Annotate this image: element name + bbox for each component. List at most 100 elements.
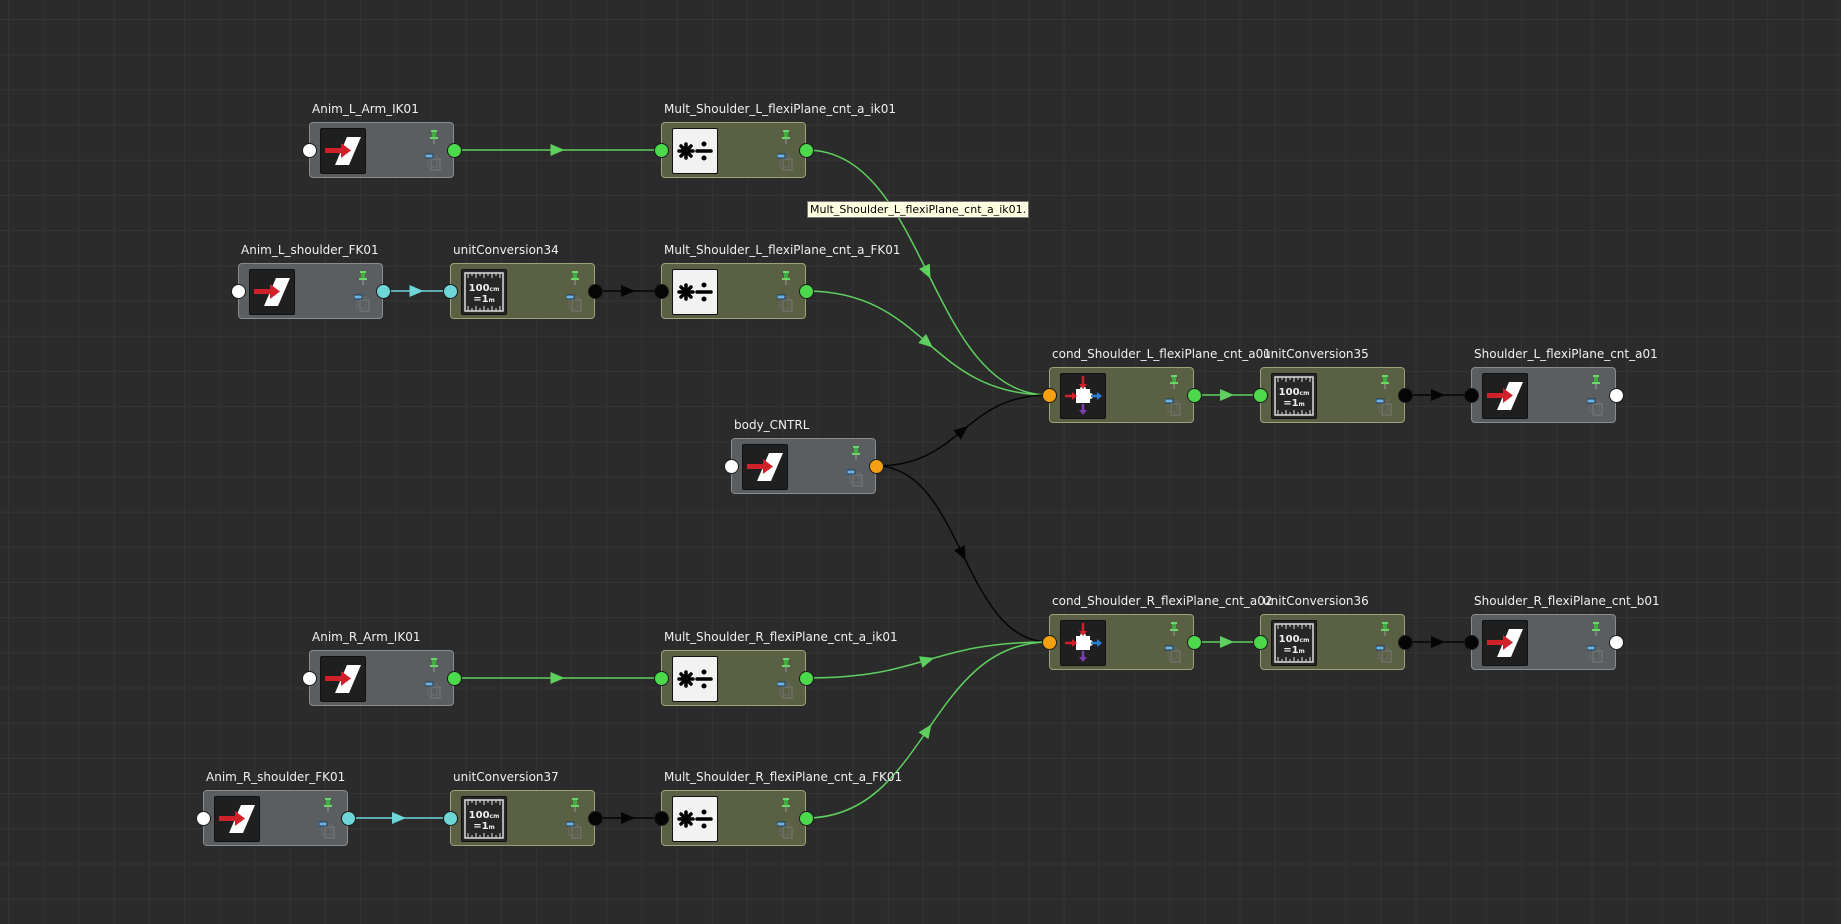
node-state-icon[interactable] xyxy=(1586,645,1603,663)
input-port[interactable] xyxy=(653,283,669,299)
output-port[interactable] xyxy=(587,283,603,299)
input-port[interactable] xyxy=(1252,634,1268,650)
output-port[interactable] xyxy=(446,670,462,686)
input-port[interactable] xyxy=(1041,634,1057,650)
node-uc37[interactable]: unitConversion37 100cm=1m xyxy=(450,770,595,846)
pin-icon[interactable] xyxy=(323,797,333,812)
output-port[interactable] xyxy=(375,283,391,299)
node-title: unitConversion34 xyxy=(453,243,559,257)
pin-icon[interactable] xyxy=(1591,621,1601,636)
svg-text:=1m: =1m xyxy=(1283,398,1305,409)
pin-icon[interactable] xyxy=(1591,374,1601,389)
input-port[interactable] xyxy=(442,283,458,299)
input-port[interactable] xyxy=(301,142,317,158)
output-port[interactable] xyxy=(340,810,356,826)
node-state-icon[interactable] xyxy=(1164,398,1181,416)
node-state-icon[interactable] xyxy=(776,681,793,699)
node-cond-l[interactable]: cond_Shoulder_L_flexiPlane_cnt_a01 xyxy=(1049,347,1271,423)
input-port[interactable] xyxy=(1463,634,1479,650)
node-state-icon[interactable] xyxy=(565,294,582,312)
input-port[interactable] xyxy=(653,810,669,826)
node-state-icon[interactable] xyxy=(1375,398,1392,416)
node-uc35[interactable]: unitConversion35 100cm=1m xyxy=(1260,347,1405,423)
pin-icon[interactable] xyxy=(358,270,368,285)
node-mult-r-fk[interactable]: Mult_Shoulder_R_flexiPlane_cnt_a_FK01 xyxy=(661,770,902,846)
output-port[interactable] xyxy=(1186,387,1202,403)
node-state-icon[interactable] xyxy=(1586,398,1603,416)
node-state-icon[interactable] xyxy=(353,294,370,312)
pin-icon[interactable] xyxy=(429,657,439,672)
output-port[interactable] xyxy=(446,142,462,158)
pin-icon[interactable] xyxy=(570,797,580,812)
node-state-icon[interactable] xyxy=(565,821,582,839)
node-state-icon[interactable] xyxy=(776,294,793,312)
node-anim-r-arm-ik[interactable]: Anim_R_Arm_IK01 xyxy=(309,630,454,706)
pin-icon[interactable] xyxy=(1169,621,1179,636)
output-port[interactable] xyxy=(798,142,814,158)
connection-arrow-icon xyxy=(919,263,931,279)
node-mult-r-ik[interactable]: Mult_Shoulder_R_flexiPlane_cnt_a_ik01 xyxy=(661,630,898,706)
input-port[interactable] xyxy=(230,283,246,299)
output-port[interactable] xyxy=(587,810,603,826)
node-shoulder-l[interactable]: Shoulder_L_flexiPlane_cnt_a01 xyxy=(1471,347,1658,423)
node-state-icon[interactable] xyxy=(776,821,793,839)
input-port[interactable] xyxy=(723,458,739,474)
pin-icon[interactable] xyxy=(851,445,861,460)
input-port[interactable] xyxy=(653,670,669,686)
output-port[interactable] xyxy=(798,670,814,686)
input-port[interactable] xyxy=(653,142,669,158)
input-port[interactable] xyxy=(442,810,458,826)
node-title: Mult_Shoulder_L_flexiPlane_cnt_a_ik01 xyxy=(664,102,897,116)
input-port[interactable] xyxy=(1463,387,1479,403)
node-title: cond_Shoulder_L_flexiPlane_cnt_a01 xyxy=(1052,347,1271,361)
node-uc36[interactable]: unitConversion36 100cm=1m xyxy=(1260,594,1405,670)
connection-arrow-icon xyxy=(550,144,565,156)
node-mult-l-ik[interactable]: Mult_Shoulder_L_flexiPlane_cnt_a_ik01 xyxy=(661,102,896,178)
node-state-icon[interactable] xyxy=(1164,645,1181,663)
connection-arrow-icon xyxy=(1220,636,1234,648)
node-title: Mult_Shoulder_R_flexiPlane_cnt_a_FK01 xyxy=(664,770,903,784)
transform-icon xyxy=(320,656,366,702)
output-port[interactable] xyxy=(1397,387,1413,403)
node-cond-r[interactable]: cond_Shoulder_R_flexiPlane_cnt_a02 xyxy=(1049,594,1273,670)
transform-icon xyxy=(249,269,295,315)
output-port[interactable] xyxy=(868,458,884,474)
node-anim-l-arm-ik[interactable]: Anim_L_Arm_IK01 xyxy=(309,102,454,178)
connection-arrow-icon xyxy=(409,285,424,297)
output-port[interactable] xyxy=(1397,634,1413,650)
node-anim-l-shoulder-fk[interactable]: Anim_L_shoulder_FK01 xyxy=(238,243,383,319)
node-state-icon[interactable] xyxy=(318,821,335,839)
input-port[interactable] xyxy=(301,670,317,686)
pin-icon[interactable] xyxy=(781,270,791,285)
output-port[interactable] xyxy=(798,283,814,299)
node-shoulder-r[interactable]: Shoulder_R_flexiPlane_cnt_b01 xyxy=(1471,594,1660,670)
output-port[interactable] xyxy=(1186,634,1202,650)
pin-icon[interactable] xyxy=(781,129,791,144)
output-port[interactable] xyxy=(798,810,814,826)
node-uc34[interactable]: unitConversion34 100cm=1m xyxy=(450,243,595,319)
node-state-icon[interactable] xyxy=(424,153,441,171)
node-state-icon[interactable] xyxy=(424,681,441,699)
output-port[interactable] xyxy=(1608,387,1624,403)
node-state-icon[interactable] xyxy=(846,469,863,487)
pin-icon[interactable] xyxy=(429,129,439,144)
input-port[interactable] xyxy=(1041,387,1057,403)
unit-conversion-icon: 100cm=1m xyxy=(461,796,507,842)
node-mult-l-fk[interactable]: Mult_Shoulder_L_flexiPlane_cnt_a_FK01 xyxy=(661,243,901,319)
pin-icon[interactable] xyxy=(1380,621,1390,636)
pin-icon[interactable] xyxy=(570,270,580,285)
node-body-cntrl[interactable]: body_CNTRL xyxy=(731,418,876,494)
node-state-icon[interactable] xyxy=(776,153,793,171)
pin-icon[interactable] xyxy=(1380,374,1390,389)
transform-icon xyxy=(214,796,260,842)
input-port[interactable] xyxy=(1252,387,1268,403)
input-port[interactable] xyxy=(195,810,211,826)
output-port[interactable] xyxy=(1608,634,1624,650)
pin-icon[interactable] xyxy=(1169,374,1179,389)
node-state-icon[interactable] xyxy=(1375,645,1392,663)
node-anim-r-shoulder-fk[interactable]: Anim_R_shoulder_FK01 xyxy=(203,770,348,846)
pin-icon[interactable] xyxy=(781,657,791,672)
multiply-divide-icon xyxy=(672,796,718,842)
pin-icon[interactable] xyxy=(781,797,791,812)
